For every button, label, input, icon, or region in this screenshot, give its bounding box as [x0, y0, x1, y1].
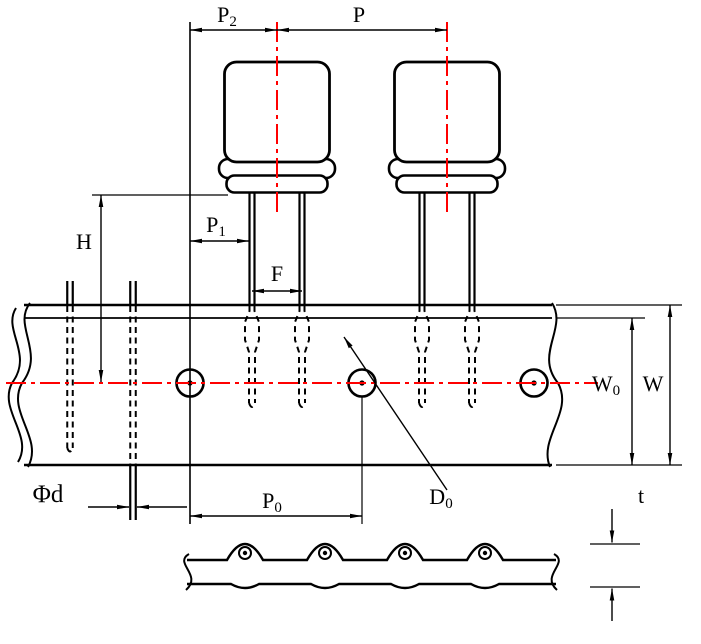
dimensions — [88, 22, 682, 621]
component-outlines — [7, 60, 564, 591]
label-t: t — [638, 483, 644, 508]
cap1-leads-in-tape — [244, 306, 310, 408]
cap2-body — [393, 60, 501, 164]
cap1-body — [223, 60, 331, 164]
left-partial-component-leads — [66, 281, 137, 520]
label-w: W — [643, 371, 664, 396]
tape-side-view — [183, 542, 560, 591]
centerlines — [6, 22, 598, 384]
label-p2: P2 — [217, 2, 237, 30]
cap1-leads — [248, 192, 306, 306]
label-d0: D0 — [429, 484, 452, 512]
label-h: H — [76, 229, 92, 254]
label-p0: P0 — [262, 488, 282, 516]
side-view-break-left — [183, 553, 193, 591]
d0-leader-arrow — [343, 336, 448, 491]
label-p1: P1 — [206, 212, 226, 240]
lead-end-below-tape — [129, 465, 137, 520]
side-view-lead-sections — [238, 546, 492, 560]
label-p: P — [353, 2, 365, 27]
side-view-bottom-profile — [187, 582, 556, 590]
capacitor-2 — [387, 60, 507, 306]
label-phid: Φd — [33, 481, 64, 508]
side-view-top-profile — [187, 542, 556, 562]
dimension-labels: P2 P P1 H F W0 W Φd P0 D0 t — [33, 2, 664, 516]
cap2-leads-in-tape — [414, 306, 480, 408]
label-w0: W0 — [592, 371, 620, 399]
tape-break-right — [546, 302, 564, 468]
label-f: F — [271, 261, 283, 286]
side-view-break-right — [550, 553, 560, 591]
cap2-leads — [418, 192, 476, 306]
tape-break-left-inner — [16, 302, 34, 468]
